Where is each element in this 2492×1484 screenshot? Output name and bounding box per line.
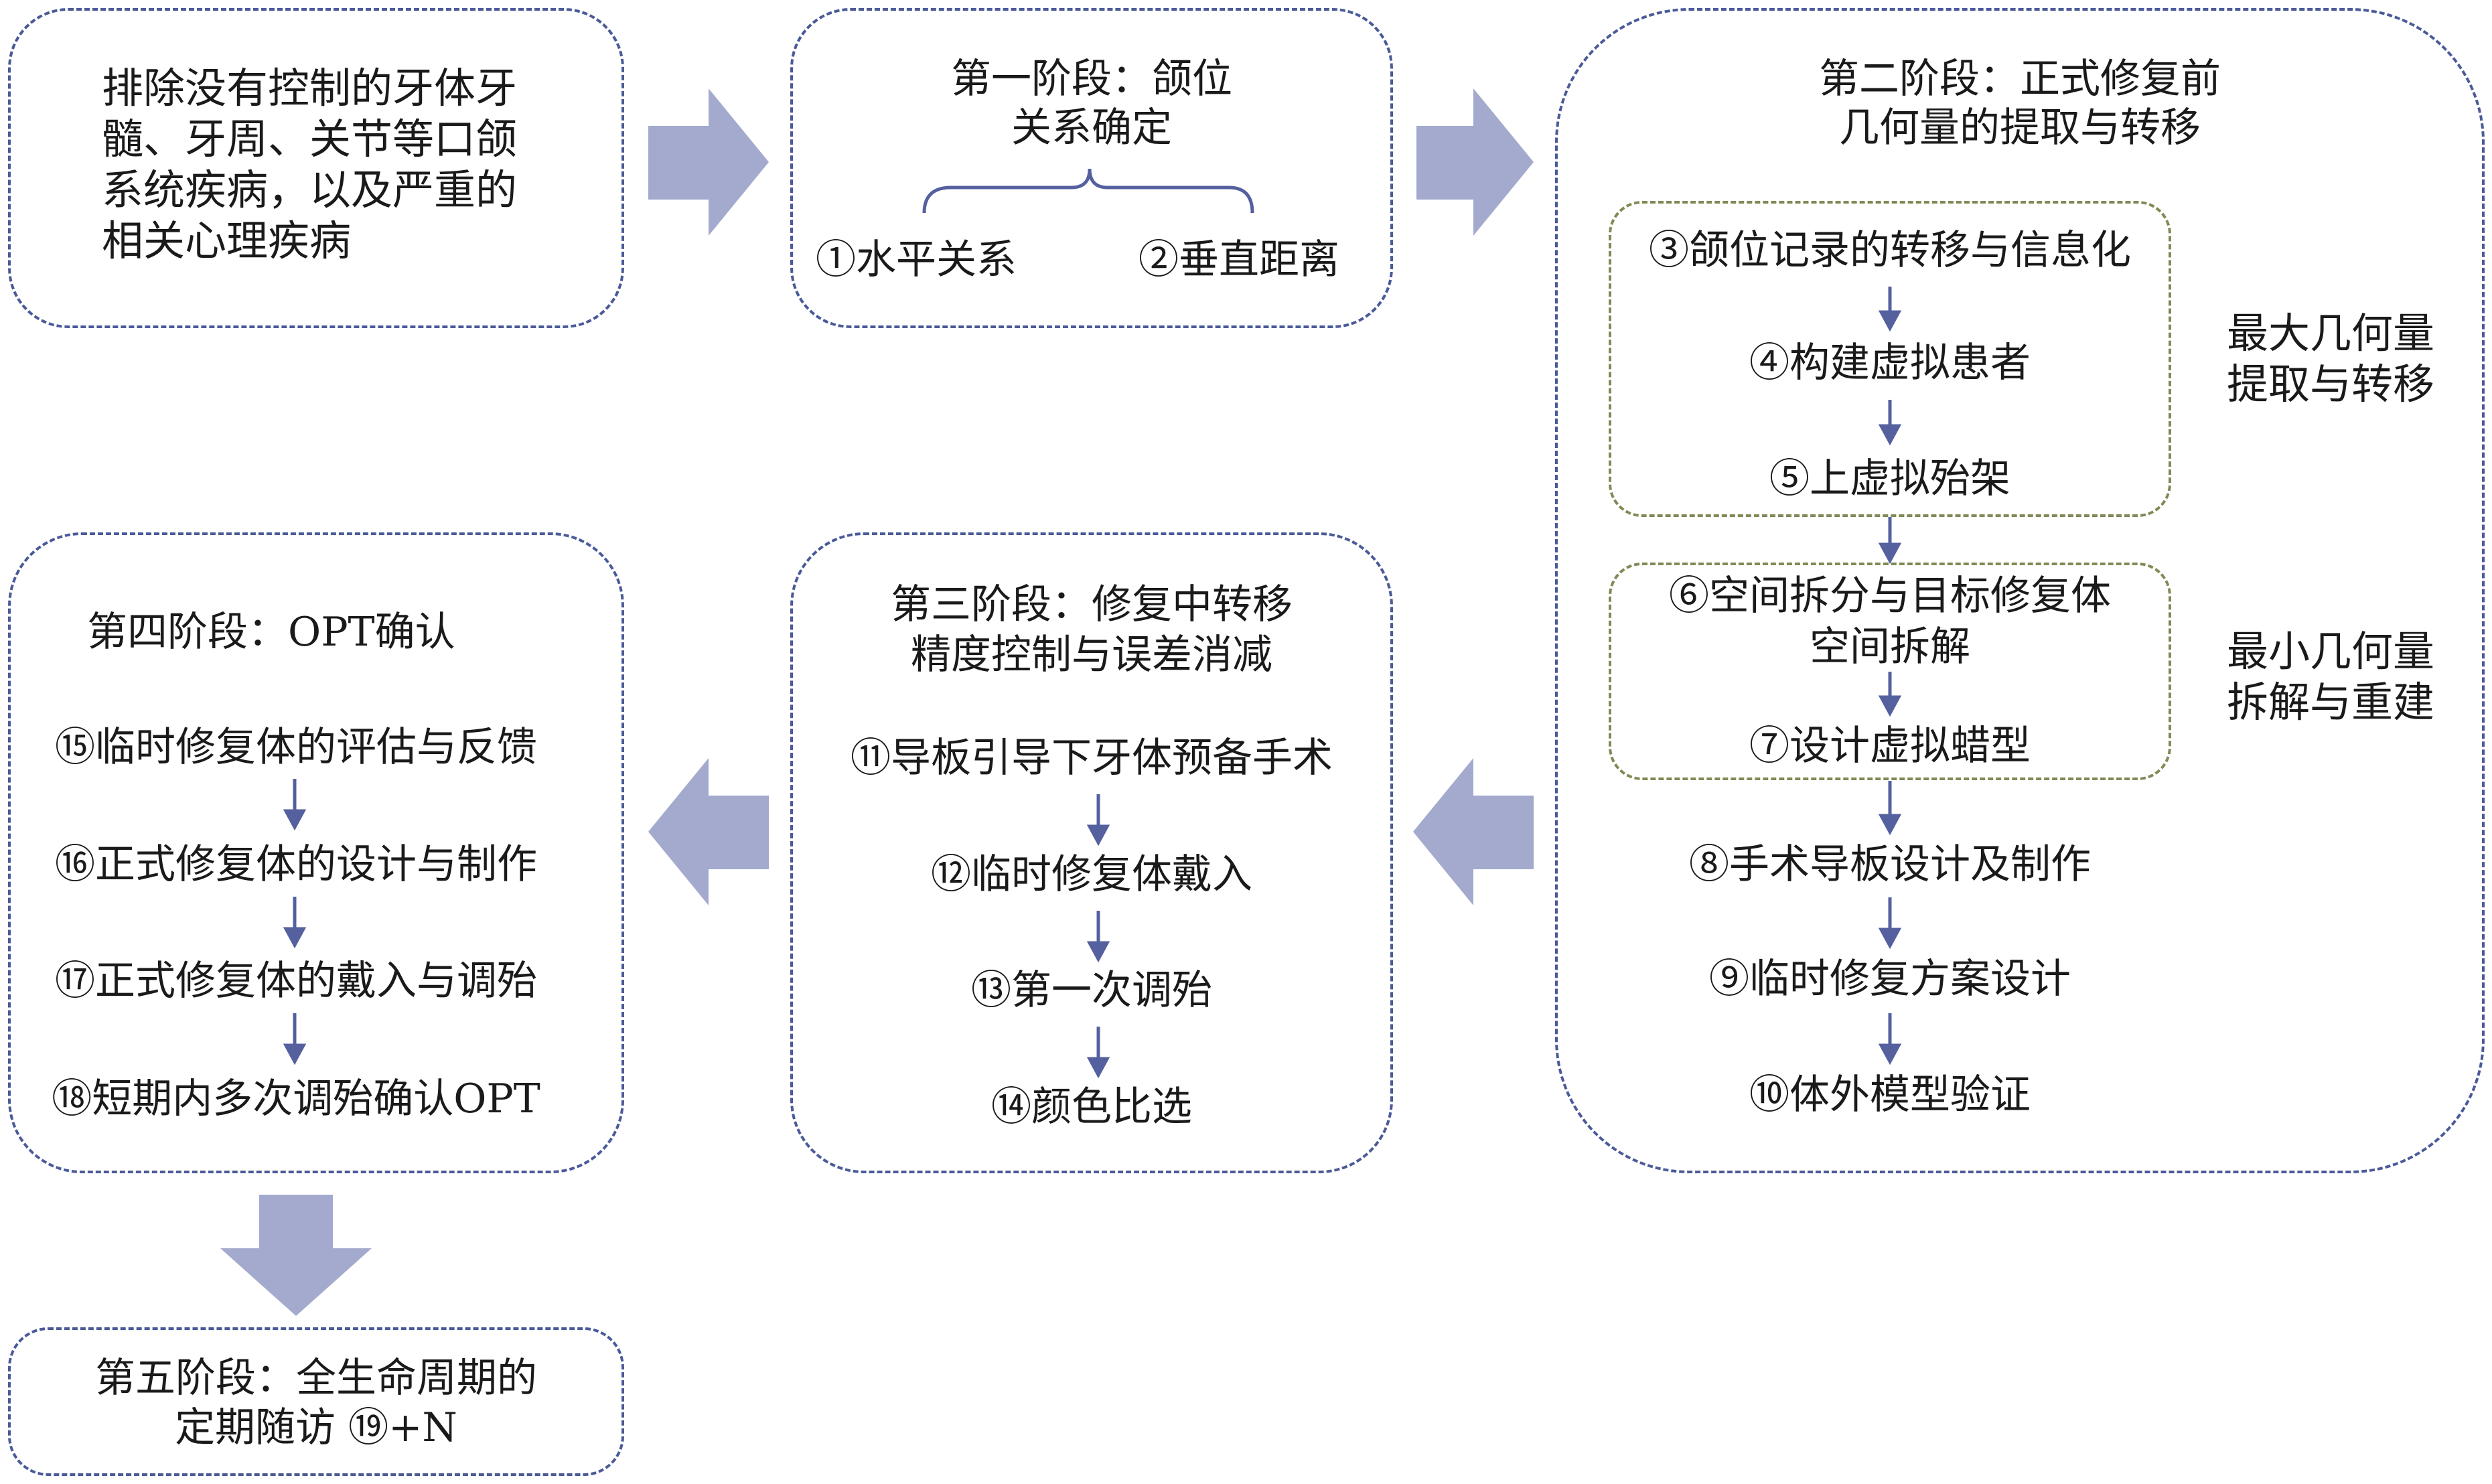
stage3-title-line-1: 第三阶段：修复中转移 [891, 581, 1293, 628]
preconditions-line-3: 系统疾病，以及严重的 [102, 165, 518, 214]
stage4-title: 第四阶段：OPT确认 [87, 609, 455, 656]
stage2-step-6-line-2: 空间拆解 [1810, 623, 1970, 670]
big-arrow-left-2 [648, 758, 769, 905]
stage1-title-line-2: 关系确定 [1011, 104, 1172, 151]
stage3-box [790, 532, 1393, 1173]
big-arrow-down [220, 1195, 372, 1316]
max-geometry-label-line-1: 最大几何量 [2227, 309, 2435, 358]
max-geometry-group-box [1609, 201, 2171, 517]
stage2-title-line-2: 几何量的提取与转移 [1839, 104, 2201, 151]
stage2-step-9: ⑨临时修复方案设计 [1709, 956, 2071, 1003]
preconditions-line-2: 髓、牙周、关节等口颌 [102, 115, 518, 163]
stage1-item-vertical: ②垂直距离 [1139, 236, 1339, 283]
small-arrows [283, 287, 1902, 1079]
big-arrow-right-1 [648, 88, 769, 236]
stage3-title-line-2: 精度控制与误差消减 [911, 632, 1272, 678]
stage2-step-10: ⑩体外模型验证 [1749, 1071, 2031, 1118]
stage4-step-15: ⑮临时修复体的评估与反馈 [55, 724, 537, 771]
stage5-title-line-1: 第五阶段：全生命周期的 [95, 1355, 537, 1402]
stage1-brace [922, 168, 1254, 214]
stage4-box [8, 532, 624, 1173]
stage3-step-11: ⑪导板引导下牙体预备手术 [851, 735, 1333, 782]
stage2-title-line-1: 第二阶段：正式修复前 [1819, 56, 2221, 102]
max-geometry-label-line-2: 提取与转移 [2227, 360, 2435, 409]
stage2-step-6-line-1: ⑥空间拆分与目标修复体 [1669, 573, 2111, 619]
preconditions-box [8, 8, 624, 328]
stage4-step-18: ⑱短期内多次调殆确认OPT [52, 1075, 540, 1122]
stage5-box [8, 1327, 624, 1476]
stage4-step-17: ⑰正式修复体的戴入与调殆 [55, 958, 537, 1005]
stage3-step-12: ⑫临时修复体戴入 [931, 851, 1252, 898]
stage2-step-5: ⑤上虚拟殆架 [1769, 455, 2010, 502]
big-arrows [220, 88, 1534, 1316]
stage2-step-8: ⑧手术导板设计及制作 [1689, 841, 2091, 888]
min-geometry-label-line-2: 拆解与重建 [2227, 678, 2435, 727]
stage3-step-14: ⑭颜色比选 [991, 1084, 1192, 1130]
stage1-box [790, 8, 1393, 328]
min-geometry-label-line-1: 最小几何量 [2227, 627, 2435, 676]
big-arrow-right-2 [1416, 88, 1534, 236]
stage2-step-7: ⑦设计虚拟蜡型 [1749, 723, 2031, 769]
stage2-step-4: ④构建虚拟患者 [1749, 340, 2031, 386]
stage1-title-line-1: 第一阶段：颌位 [951, 56, 1232, 102]
preconditions-line-1: 排除没有控制的牙体牙 [102, 64, 518, 113]
stage2-step-3: ③颌位记录的转移与信息化 [1649, 227, 2131, 274]
stage4-step-16: ⑯正式修复体的设计与制作 [55, 841, 537, 888]
stage3-step-13: ⑬第一次调殆 [971, 967, 1212, 1014]
stage1-item-horizontal: ①水平关系 [816, 236, 1017, 283]
big-arrow-left-1 [1413, 758, 1534, 905]
stage5-title-line-2: 定期随访 ⑲+N [175, 1404, 457, 1451]
preconditions-line-4: 相关心理疾病 [102, 216, 352, 265]
